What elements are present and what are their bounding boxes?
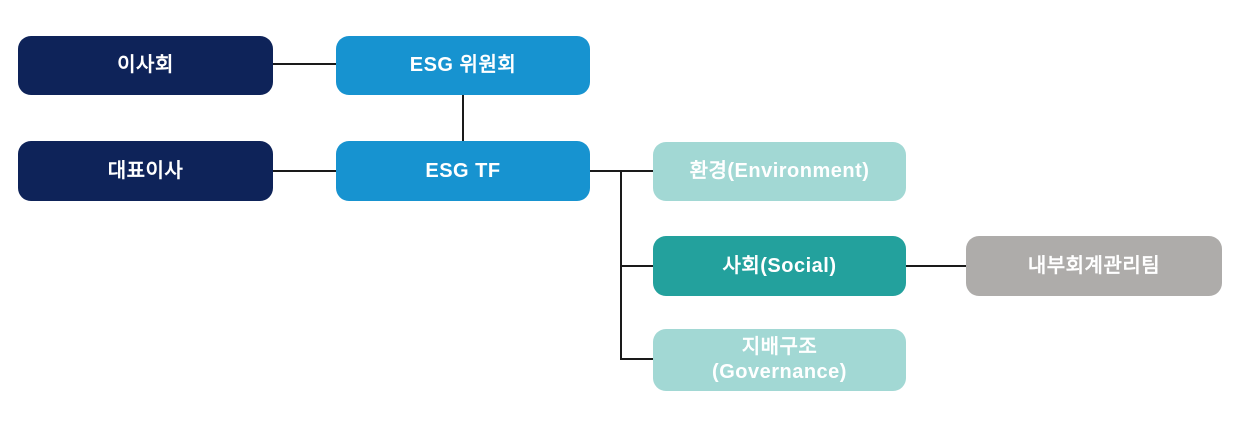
- connector-trunk-social: [620, 265, 653, 267]
- node-ceo-label: 대표이사: [107, 159, 184, 182]
- node-internal-accounting-team-label: 내부회계관리팀: [1027, 254, 1161, 277]
- connector-ceo-tf: [273, 170, 336, 172]
- connector-trunk-governance: [620, 358, 653, 360]
- node-board-label: 이사회: [117, 54, 174, 76]
- node-esg-tf-label: ESG TF: [425, 159, 501, 182]
- node-esg-tf: ESG TF: [336, 141, 590, 201]
- node-governance: 지배구조 (Governance): [653, 329, 906, 391]
- node-social: 사회(Social): [653, 236, 906, 296]
- connector-board-committee: [273, 63, 336, 65]
- node-environment-label: 환경(Environment): [689, 160, 870, 182]
- node-governance-label: 지배구조 (Governance): [712, 336, 847, 383]
- node-environment: 환경(Environment): [653, 142, 906, 201]
- node-esg-committee: ESG 위원회: [336, 36, 590, 95]
- connector-committee-tf: [462, 95, 464, 141]
- node-board-of-directors: 이사회: [18, 36, 273, 95]
- node-ceo: 대표이사: [18, 141, 273, 201]
- node-esg-committee-label: ESG 위원회: [409, 54, 517, 76]
- node-internal-accounting-team: 내부회계관리팀: [966, 236, 1222, 296]
- connector-social-internal: [906, 265, 966, 267]
- node-social-label: 사회(Social): [722, 254, 837, 277]
